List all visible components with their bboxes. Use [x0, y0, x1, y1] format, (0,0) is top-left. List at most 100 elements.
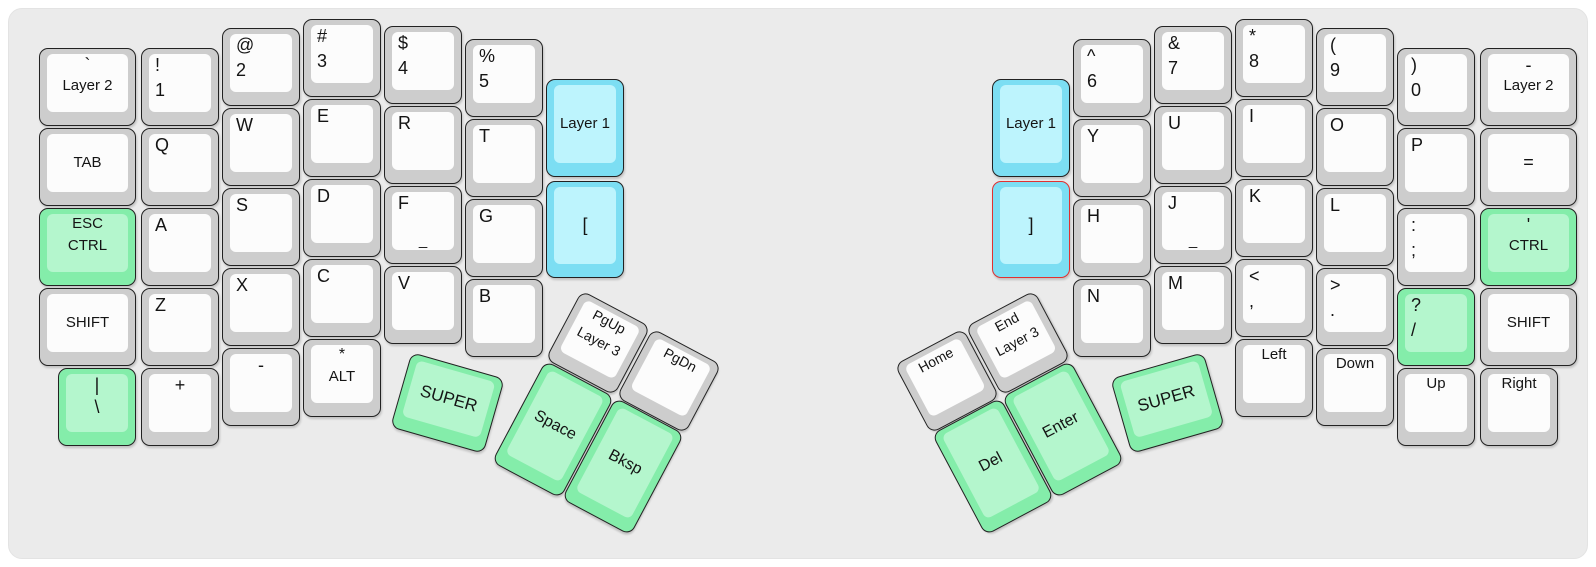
keycap-face: Q: [149, 134, 211, 192]
key-v[interactable]: V: [384, 266, 462, 344]
key-c[interactable]: C: [303, 259, 381, 337]
key-legend: T: [479, 126, 490, 146]
key-dollar-4[interactable]: $4: [384, 26, 462, 104]
keycap-face: N: [1081, 285, 1143, 343]
keycap-face: (9: [1324, 34, 1386, 92]
key-w[interactable]: W: [222, 108, 300, 186]
keycap-face: B: [473, 285, 535, 343]
key-arrow-right[interactable]: Right: [1480, 368, 1558, 446]
key-l[interactable]: L: [1316, 188, 1394, 266]
key-s[interactable]: S: [222, 188, 300, 266]
key-arrow-up[interactable]: Up: [1397, 368, 1475, 446]
key-tab[interactable]: TAB: [39, 128, 136, 206]
key-plus[interactable]: +: [141, 368, 219, 446]
key-percent-5[interactable]: %5: [465, 39, 543, 117]
key-legend: H: [1087, 206, 1100, 226]
key-asterisk-alt[interactable]: *ALT: [303, 339, 381, 417]
key-amp-7[interactable]: &7: [1154, 26, 1232, 104]
key-right-bracket[interactable]: ]: [992, 181, 1070, 278]
key-shift-right[interactable]: SHIFT: [1480, 288, 1577, 366]
key-i[interactable]: I: [1235, 99, 1313, 177]
key-greaterthan-period[interactable]: >.: [1316, 268, 1394, 346]
key-f[interactable]: F_: [384, 186, 462, 264]
key-legend: !: [155, 55, 161, 75]
keycap-face: Y: [1081, 125, 1143, 183]
key-q[interactable]: Q: [141, 128, 219, 206]
key-legend: (: [1330, 35, 1336, 55]
key-k[interactable]: K: [1235, 179, 1313, 257]
key-arrow-down[interactable]: Down: [1316, 348, 1394, 426]
key-lessthan-comma[interactable]: <,: [1235, 259, 1313, 337]
key-quote-ctrl[interactable]: 'CTRL: [1480, 208, 1577, 286]
keycap-face: SUPER: [401, 360, 496, 439]
keycap-face: +: [149, 374, 211, 432]
key-g[interactable]: G: [465, 199, 543, 277]
key-b[interactable]: B: [465, 279, 543, 357]
key-rparen-0[interactable]: )0: [1397, 48, 1475, 126]
key-shift-left[interactable]: SHIFT: [39, 288, 136, 366]
key-lparen-9[interactable]: (9: [1316, 28, 1394, 106]
key-left-bracket[interactable]: [: [546, 181, 624, 278]
key-o[interactable]: O: [1316, 108, 1394, 186]
key-a[interactable]: A: [141, 208, 219, 286]
key-x[interactable]: X: [222, 268, 300, 346]
key-m[interactable]: M: [1154, 266, 1232, 344]
key-super-right[interactable]: SUPER: [1110, 352, 1225, 454]
key-at-2[interactable]: @2: [222, 28, 300, 106]
keycap-face: M: [1162, 272, 1224, 330]
key-minus-left[interactable]: -: [222, 348, 300, 426]
key-layer1-left[interactable]: Layer 1: [546, 79, 624, 177]
key-minus-layer2[interactable]: -Layer 2: [1480, 48, 1577, 126]
key-exclam-1[interactable]: !1: [141, 48, 219, 126]
keycap-face: #3: [311, 25, 373, 83]
key-j[interactable]: J_: [1154, 186, 1232, 264]
keycap-face: L: [1324, 194, 1386, 252]
keycap-face: ^6: [1081, 45, 1143, 103]
keycap-face: U: [1162, 112, 1224, 170]
key-arrow-left[interactable]: Left: [1235, 339, 1313, 417]
key-legend: SUPER: [418, 381, 480, 416]
keycap-face: *ALT: [311, 345, 373, 403]
key-legend: G: [479, 206, 494, 226]
key-legend: <: [1249, 266, 1260, 286]
key-z[interactable]: Z: [141, 288, 219, 366]
key-layer1-right[interactable]: Layer 1: [992, 79, 1070, 177]
key-legend: 2: [236, 60, 247, 80]
key-legend: Down: [1335, 355, 1375, 372]
key-colon-semicolon[interactable]: :;: [1397, 208, 1475, 286]
key-e[interactable]: E: [303, 99, 381, 177]
key-h[interactable]: H: [1073, 199, 1151, 277]
key-legend: :: [1411, 215, 1417, 235]
key-legend: I: [1249, 106, 1255, 126]
key-question-slash[interactable]: ?/: [1397, 288, 1475, 366]
key-asterisk-8[interactable]: *8: [1235, 19, 1313, 97]
key-legend: ^: [1087, 46, 1096, 66]
keycap-face: SHIFT: [47, 294, 128, 352]
key-legend: J: [1168, 193, 1177, 213]
key-super-left[interactable]: SUPER: [390, 352, 505, 454]
key-layer2-left[interactable]: `Layer 2: [39, 48, 136, 126]
key-p[interactable]: P: [1397, 128, 1475, 206]
key-caret-6[interactable]: ^6: [1073, 39, 1151, 117]
key-legend: *: [1249, 26, 1257, 46]
keycap-face: PgDn: [629, 337, 712, 418]
keycap-face: P: [1405, 134, 1467, 192]
key-legend: -: [258, 355, 264, 375]
key-d[interactable]: D: [303, 179, 381, 257]
keycap-face: =: [1488, 134, 1569, 192]
key-equals[interactable]: =: [1480, 128, 1577, 206]
key-r[interactable]: R: [384, 106, 462, 184]
key-legend: >: [1330, 275, 1341, 295]
key-pipe-backslash[interactable]: |\: [58, 368, 136, 446]
keycap-face: TAB: [47, 134, 128, 192]
key-t[interactable]: T: [465, 119, 543, 197]
key-legend: D: [317, 186, 330, 206]
key-legend: %: [479, 46, 496, 66]
key-hash-3[interactable]: #3: [303, 19, 381, 97]
key-n[interactable]: N: [1073, 279, 1151, 357]
key-u[interactable]: U: [1154, 106, 1232, 184]
key-legend: F: [398, 193, 409, 213]
key-y[interactable]: Y: [1073, 119, 1151, 197]
